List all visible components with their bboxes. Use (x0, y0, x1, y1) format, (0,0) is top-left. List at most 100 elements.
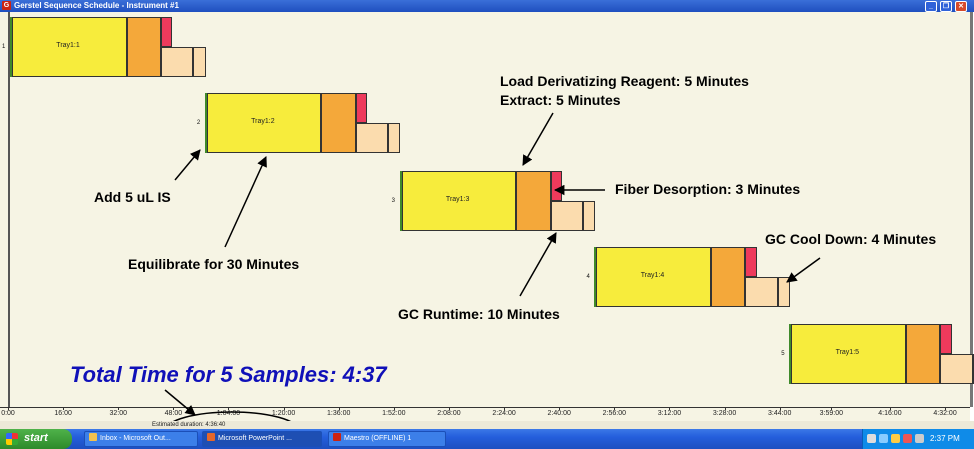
phase-gc-runtime (160, 47, 194, 77)
tray-label: Tray1:5 (835, 349, 860, 356)
arrow-reagent (522, 112, 554, 166)
arrow-cooldown (786, 257, 821, 283)
axis-tick-label: 32:00 (109, 410, 127, 417)
start-label: start (24, 432, 48, 444)
tray-label: Tray1:2 (251, 118, 275, 125)
phase-cool-down (972, 354, 974, 384)
axis-tick-label: 4:32:00 (933, 410, 957, 417)
security-icon[interactable] (891, 434, 900, 443)
axis-tick-label: 1:36:00 (327, 410, 351, 417)
start-marker (594, 247, 598, 307)
axis-tick-label: 2:24:00 (492, 410, 516, 417)
axis-tick (559, 407, 561, 410)
arrow-runtime (519, 232, 557, 297)
phase-gc-runtime (355, 123, 389, 153)
axis-tick (504, 407, 506, 410)
powerpoint-icon (207, 433, 215, 441)
taskbar: start Inbox - Microsoft Out... Microsoft… (0, 429, 974, 449)
phase-reagent (126, 17, 161, 77)
start-marker (204, 93, 208, 153)
axis-tick (779, 407, 781, 410)
axis-tick (614, 407, 616, 410)
annotation-desorption: Fiber Desorption: 3 Minutes (615, 181, 801, 197)
phase-desorption (745, 247, 757, 277)
axis-tick (724, 407, 726, 410)
start-button[interactable]: start (0, 429, 72, 449)
help-icon[interactable] (867, 434, 876, 443)
phase-reagent (321, 93, 356, 153)
annotation-equilibrate: Equilibrate for 30 Minutes (128, 256, 300, 272)
window-title: Gerstel Sequence Schedule - Instrument #… (14, 1, 179, 10)
tray-label: Tray1:4 (640, 272, 665, 279)
close-icon[interactable]: ✕ (955, 1, 967, 12)
phase-cool-down (193, 47, 206, 77)
axis-tick (393, 407, 395, 410)
app-icon: G (2, 1, 11, 10)
axis-tick (228, 407, 230, 410)
windows-logo-icon (6, 433, 18, 445)
maestro-icon (333, 433, 341, 441)
start-marker (789, 324, 793, 384)
phase-extract: Tray1:5 (791, 324, 906, 384)
axis-tick (831, 407, 833, 410)
phase-extract: Tray1:3 (401, 171, 517, 231)
axis-tick (173, 407, 175, 410)
axis-tick-label: 4:16:00 (878, 410, 902, 417)
phase-extract: Tray1:4 (596, 247, 712, 307)
network-icon[interactable] (879, 434, 888, 443)
phase-desorption (940, 324, 952, 354)
lane-number: 5 (781, 351, 785, 357)
axis-tick-label: 2:56:00 (602, 410, 626, 417)
axis-tick-label: 0:00 (1, 410, 15, 417)
axis-tick (338, 407, 340, 410)
axis-tick-label: 2:08:00 (437, 410, 461, 417)
annotation-runtime: GC Runtime: 10 Minutes (398, 306, 560, 322)
axis-tick-label: 1:20:00 (271, 410, 296, 417)
task-label: Inbox - Microsoft Out... (100, 435, 171, 442)
axis-tick (448, 407, 450, 410)
axis-tick-label: 1:52:00 (382, 410, 406, 417)
axis-tick (8, 407, 9, 410)
taskbar-item-outlook[interactable]: Inbox - Microsoft Out... (84, 431, 198, 447)
phase-gc-runtime (940, 354, 973, 384)
lane-number: 4 (586, 274, 590, 280)
tray-label: Tray1:1 (56, 42, 80, 49)
phase-desorption (160, 17, 173, 47)
axis-tick-label: 3:44:00 (767, 410, 792, 417)
phase-extract: Tray1:2 (206, 93, 322, 153)
axis-tick-label: 48:00 (164, 410, 183, 417)
title-bar: G Gerstel Sequence Schedule - Instrument… (0, 0, 974, 12)
axis-tick-label: 3:59:00 (819, 410, 844, 417)
task-label: Maestro (OFFLINE) 1 (344, 435, 412, 442)
annotation-reagent: Load Derivatizing Reagent: 5 Minutes (500, 73, 749, 89)
alert-icon[interactable] (903, 434, 912, 443)
axis-tick-label: 16:00 (54, 410, 72, 417)
restore-icon[interactable]: ❐ (940, 1, 952, 12)
minimize-icon[interactable]: _ (925, 1, 937, 12)
axis-tick (945, 407, 947, 410)
phase-reagent (516, 171, 551, 231)
start-marker (399, 171, 403, 231)
taskbar-item-powerpoint[interactable]: Microsoft PowerPoint ... (202, 431, 322, 447)
annotation-cooldown: GC Cool Down: 4 Minutes (765, 231, 937, 247)
envelope-icon (89, 433, 97, 441)
task-label: Microsoft PowerPoint ... (218, 435, 292, 442)
arrow-total (164, 389, 196, 416)
status-bar: Estimated duration: 4:36:40 (0, 421, 974, 429)
phase-gc-runtime (745, 277, 778, 307)
total-time-label: Total Time for 5 Samples: 4:37 (70, 362, 387, 387)
phase-reagent (711, 247, 746, 307)
volume-icon[interactable] (915, 434, 924, 443)
phase-gc-runtime (550, 201, 584, 231)
lane-axis (8, 12, 10, 410)
lane-number: 1 (2, 44, 6, 50)
tray-label: Tray1:3 (445, 196, 470, 203)
axis-tick (283, 407, 285, 410)
axis-tick-label: 3:28:00 (712, 410, 737, 417)
phase-desorption (355, 93, 368, 123)
axis-tick (669, 407, 671, 410)
start-marker (10, 17, 13, 77)
lane-number: 3 (391, 198, 395, 204)
taskbar-item-maestro[interactable]: Maestro (OFFLINE) 1 (328, 431, 446, 447)
